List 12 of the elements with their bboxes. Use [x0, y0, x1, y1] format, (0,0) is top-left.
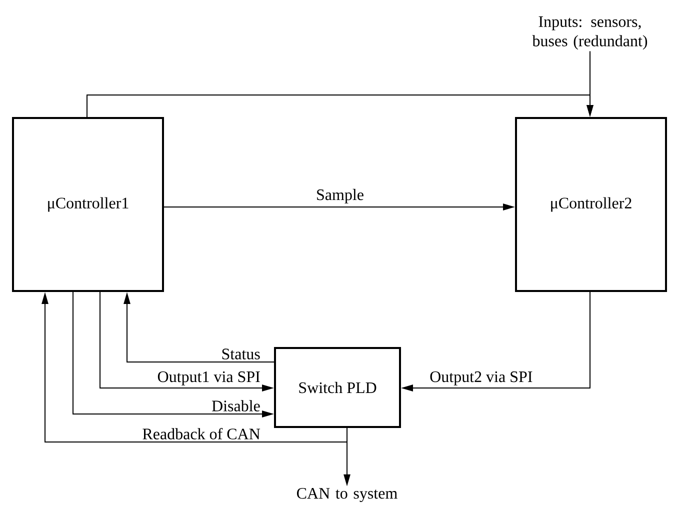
- edge-label: Readback of CAN: [140, 426, 262, 441]
- edge-label: Output2 via SPI: [428, 370, 534, 387]
- process-box: μController1: [12, 117, 164, 292]
- text-label: CAN to system: [296, 488, 398, 502]
- text-label: Inputs: sensors, buses (redundant): [532, 16, 648, 50]
- process-box: μController2: [515, 117, 667, 292]
- edge-label: Status: [220, 347, 262, 361]
- edge-label: Disable: [210, 398, 262, 413]
- edge-label: Output1 via SPI: [156, 370, 262, 387]
- arrow: [86, 94, 594, 118]
- edge-label: Sample: [314, 188, 366, 205]
- process-box: Switch PLD: [274, 347, 401, 428]
